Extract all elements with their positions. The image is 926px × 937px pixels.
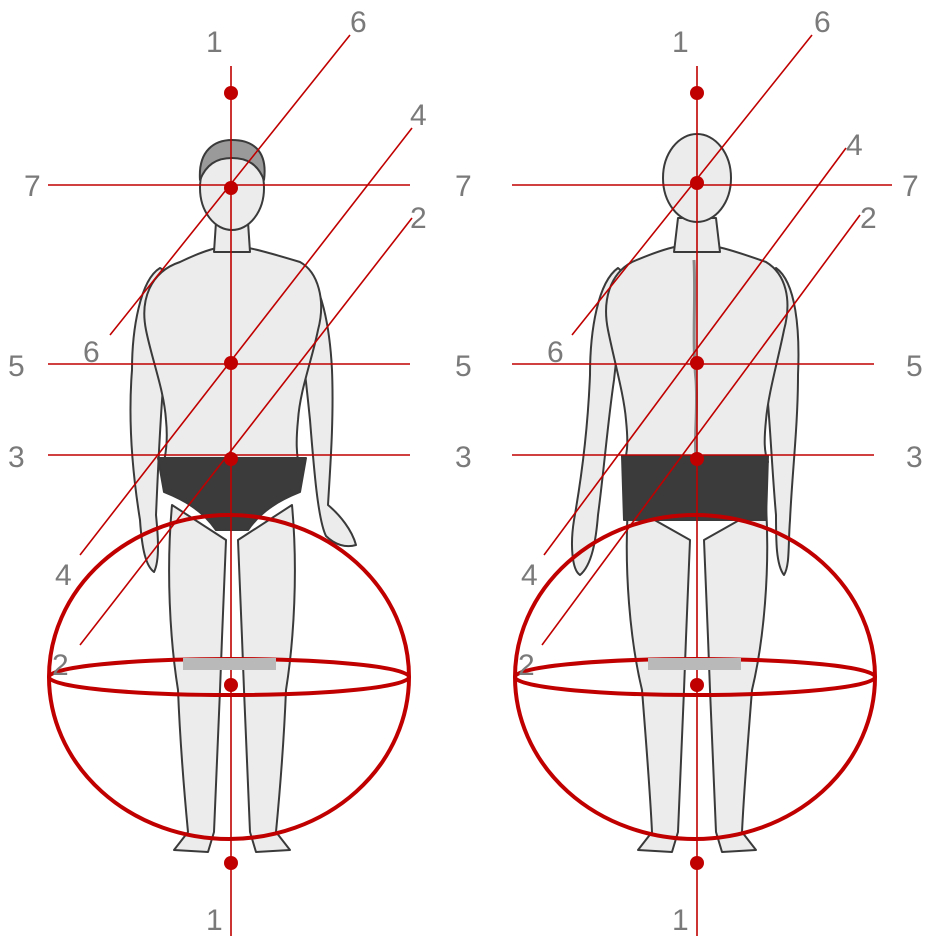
front-label-6-top: 6 (350, 6, 367, 39)
front-label-4-bottom: 4 (55, 559, 72, 592)
back-body-illustration (572, 134, 798, 852)
back-label-2-bottom: 2 (518, 649, 535, 682)
back-dot-knee (690, 678, 704, 692)
front-dot-hip (224, 452, 238, 466)
back-label-3-right: 3 (906, 441, 923, 474)
back-dot-head (690, 176, 704, 190)
back-hip-sphere (515, 515, 875, 839)
front-dot-top (224, 86, 238, 100)
front-label-6-bottom: 6 (83, 336, 100, 369)
front-label-1-bottom: 1 (206, 904, 223, 937)
back-label-1-bottom: 1 (672, 904, 689, 937)
back-knee-band (648, 658, 741, 670)
front-knee-band (183, 658, 276, 670)
back-label-2-top: 2 (860, 202, 877, 235)
back-dot-top (690, 86, 704, 100)
front-body-illustration (130, 140, 356, 852)
front-right-leg (238, 505, 295, 852)
back-dot-bottom (690, 856, 704, 870)
back-label-6-bottom: 6 (547, 336, 564, 369)
back-label-4-top: 4 (846, 129, 863, 162)
back-sphere-outline (515, 515, 875, 839)
back-figure: 1 1 7 7 5 5 3 3 6 6 4 4 2 2 (455, 6, 923, 937)
back-label-7-left: 7 (455, 170, 472, 203)
back-right-leg (704, 505, 767, 852)
back-label-5-right: 5 (906, 350, 923, 383)
back-label-6-top: 6 (814, 6, 831, 39)
front-dot-head (224, 181, 238, 195)
front-dot-knee (224, 678, 238, 692)
back-label-7-right: 7 (902, 170, 919, 203)
front-dot-bottom (224, 856, 238, 870)
back-dot-hip (690, 452, 704, 466)
back-dot-chest (690, 356, 704, 370)
front-label-5: 5 (8, 350, 25, 383)
back-label-3-left: 3 (455, 441, 472, 474)
back-label-1-top: 1 (672, 26, 689, 59)
front-dot-chest (224, 356, 238, 370)
back-label-4-bottom: 4 (521, 559, 538, 592)
front-label-4-top: 4 (410, 99, 427, 132)
front-label-2-top: 2 (410, 202, 427, 235)
front-label-1-top: 1 (206, 26, 223, 59)
front-label-3: 3 (8, 441, 25, 474)
front-label-2-bottom: 2 (52, 649, 69, 682)
front-label-7: 7 (24, 170, 41, 203)
back-left-leg (627, 505, 690, 852)
front-figure: 1 1 7 5 3 6 6 4 4 2 2 (8, 6, 427, 937)
front-hip-sphere (49, 515, 409, 839)
front-sphere-outline (49, 515, 409, 839)
back-label-5-left: 5 (455, 350, 472, 383)
front-left-leg (169, 505, 226, 852)
